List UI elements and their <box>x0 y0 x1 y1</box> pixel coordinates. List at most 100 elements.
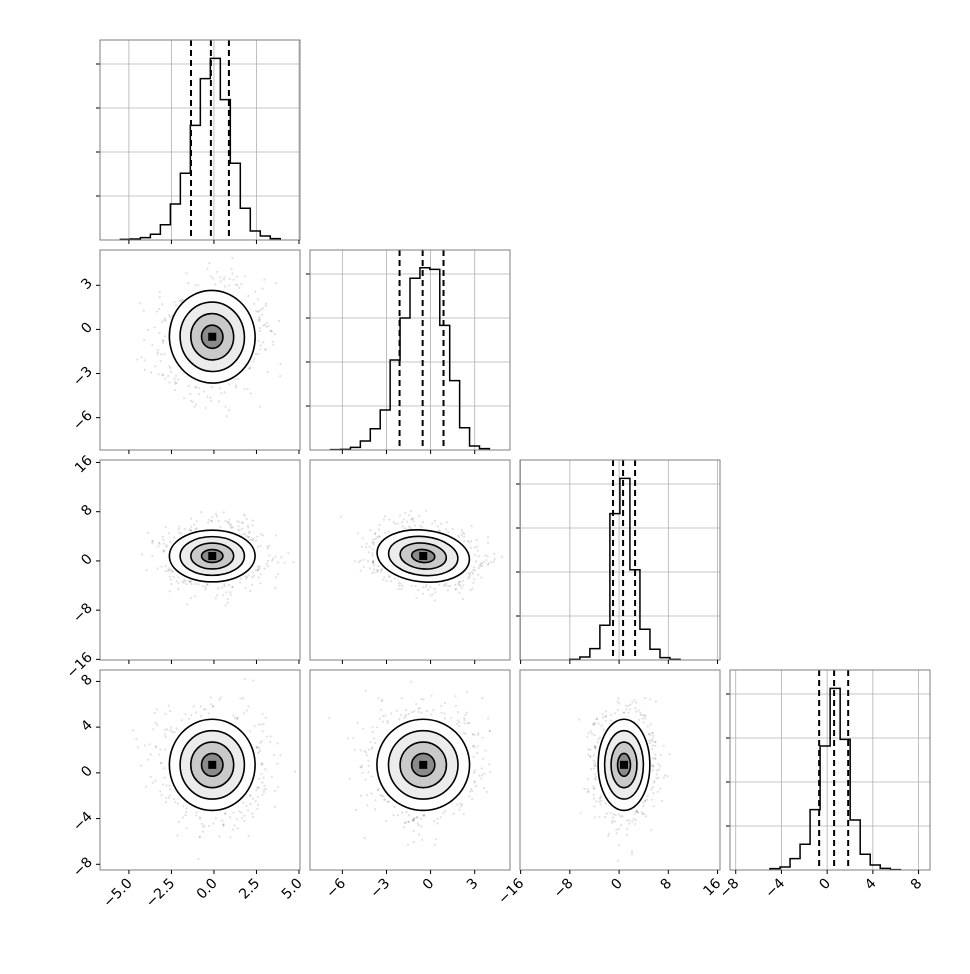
scatter-point <box>374 799 376 801</box>
scatter-point <box>605 720 607 722</box>
scatter-point <box>587 788 589 790</box>
scatter-point <box>242 533 244 535</box>
scatter-point <box>294 771 296 773</box>
scatter-point <box>202 826 204 828</box>
scatter-point <box>593 754 595 756</box>
scatter-point <box>410 585 412 587</box>
scatter-point <box>390 712 392 714</box>
scatter-point <box>447 585 449 587</box>
scatter-point <box>400 583 402 585</box>
scatter-point <box>241 817 243 819</box>
scatter-point <box>654 754 656 756</box>
scatter-point <box>474 546 476 548</box>
scatter-point <box>255 540 257 542</box>
scatter-point <box>488 763 490 765</box>
scatter-point <box>444 584 446 586</box>
scatter-point <box>468 795 470 797</box>
scatter-point <box>618 702 620 704</box>
scatter-point <box>218 699 220 701</box>
scatter-point <box>284 562 286 564</box>
x-tick-label: −8 <box>551 876 577 902</box>
scatter-point <box>481 767 483 769</box>
scatter-point <box>474 769 476 771</box>
scatter-point <box>440 705 442 707</box>
scatter-point <box>236 520 238 522</box>
scatter-point <box>501 556 503 558</box>
scatter-point <box>477 549 479 551</box>
scatter-point <box>260 533 262 535</box>
scatter-point <box>478 775 480 777</box>
scatter-point <box>150 371 152 373</box>
scatter-point <box>657 791 659 793</box>
scatter-point <box>417 589 419 591</box>
scatter-point <box>484 555 486 557</box>
scatter-point <box>370 793 372 795</box>
y-tick-label: 8 <box>78 502 96 520</box>
scatter-point <box>164 713 166 715</box>
scatter-point <box>635 819 637 821</box>
scatter-point <box>259 406 261 408</box>
scatter-point <box>223 278 225 280</box>
scatter-point <box>224 285 226 287</box>
density-peak <box>419 761 427 769</box>
scatter-point <box>593 805 595 807</box>
scatter-point <box>256 746 258 748</box>
scatter-point <box>262 713 264 715</box>
scatter-point <box>237 827 239 829</box>
scatter-point <box>595 776 597 778</box>
y-tick-label: −8 <box>70 600 96 626</box>
scatter-point <box>403 519 405 521</box>
scatter-point <box>195 386 197 388</box>
scatter-point <box>464 714 466 716</box>
scatter-point <box>406 521 408 523</box>
scatter-point <box>279 375 281 377</box>
histogram-bar <box>420 268 430 450</box>
x-tick-label: −2.5 <box>143 876 178 911</box>
scatter-point <box>276 763 278 765</box>
scatter-point <box>417 824 419 826</box>
scatter-point <box>277 561 279 563</box>
scatter-point <box>240 812 242 814</box>
scatter-point <box>220 280 222 282</box>
histogram-bar <box>830 688 840 870</box>
scatter-point <box>259 327 261 329</box>
scatter-point <box>229 523 231 525</box>
scatter-point <box>478 555 480 557</box>
scatter-point <box>171 731 173 733</box>
scatter-point <box>229 591 231 593</box>
scatter-point <box>186 807 188 809</box>
scatter-point <box>457 720 459 722</box>
scatter-point <box>598 816 600 818</box>
histogram-bar <box>400 318 410 450</box>
scatter-point <box>651 788 653 790</box>
scatter-point <box>155 745 157 747</box>
scatter-point <box>422 586 424 588</box>
scatter-point <box>382 579 384 581</box>
scatter-point <box>268 554 270 556</box>
scatter-point <box>369 741 371 743</box>
scatter-point <box>260 545 262 547</box>
scatter-point <box>260 773 262 775</box>
scatter-point <box>617 701 619 703</box>
y-tick-label: 0 <box>78 551 96 569</box>
scatter-point <box>594 747 596 749</box>
scatter-point <box>651 732 653 734</box>
scatter-point <box>186 603 188 605</box>
scatter-point <box>608 833 610 835</box>
scatter-point <box>483 787 485 789</box>
scatter-point <box>592 785 594 787</box>
scatter-point <box>172 576 174 578</box>
scatter-point <box>265 788 267 790</box>
scatter-point <box>434 520 436 522</box>
scatter-point <box>277 742 279 744</box>
scatter-point <box>243 820 245 822</box>
scatter-point <box>340 516 342 518</box>
scatter-point <box>162 342 164 344</box>
scatter-point <box>397 523 399 525</box>
scatter-point <box>177 588 179 590</box>
scatter-point <box>243 388 245 390</box>
scatter-point <box>258 576 260 578</box>
scatter-point <box>654 741 656 743</box>
scatter-point <box>411 711 413 713</box>
scatter-point <box>355 809 357 811</box>
